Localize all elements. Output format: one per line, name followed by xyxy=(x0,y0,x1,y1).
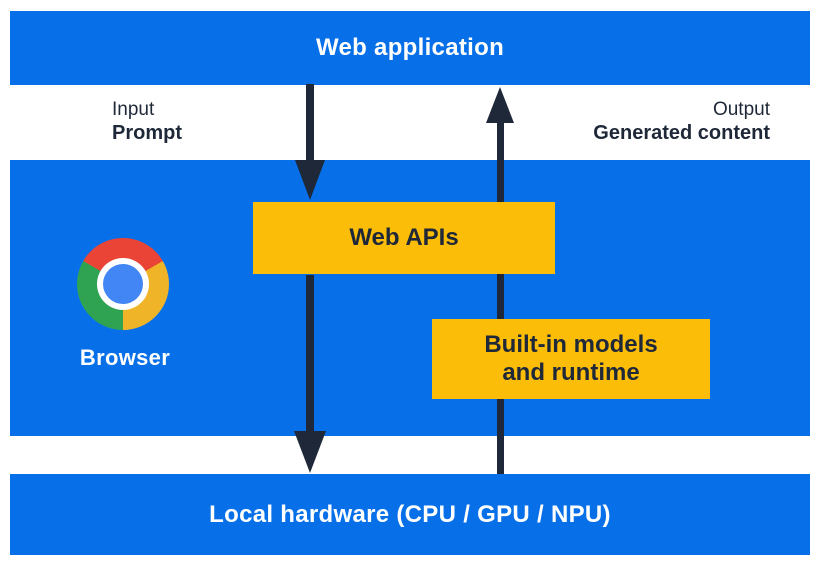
input-value: Prompt xyxy=(112,122,182,144)
builtin-models-label-line2: and runtime xyxy=(502,359,640,386)
down-arrow-line-bottom xyxy=(306,275,314,435)
up-arrow-line xyxy=(497,121,504,474)
output-value: Generated content xyxy=(593,122,770,144)
input-label-group: Input Prompt xyxy=(112,98,182,146)
input-title: Input xyxy=(112,99,155,120)
local-hardware-bar: Local hardware (CPU / GPU / NPU) xyxy=(10,474,810,555)
local-hardware-label: Local hardware (CPU / GPU / NPU) xyxy=(209,500,611,528)
down-arrow-head-bottom xyxy=(294,431,326,473)
chrome-browser-icon xyxy=(77,238,169,330)
builtin-models-label-line1: Built-in models xyxy=(484,331,658,358)
chrome-icon-white-ring xyxy=(97,258,149,310)
output-label-group: Output Generated content xyxy=(593,98,770,146)
down-arrow-head-top xyxy=(295,160,325,200)
web-application-bar: Web application xyxy=(10,11,810,85)
chrome-icon-blue-center xyxy=(103,264,143,304)
browser-label: Browser xyxy=(79,345,171,370)
up-arrow-head xyxy=(486,87,514,123)
web-apis-label: Web APIs xyxy=(349,224,459,251)
output-title: Output xyxy=(712,99,770,120)
web-application-label: Web application xyxy=(315,34,505,61)
web-apis-box: Web APIs xyxy=(253,202,555,274)
down-arrow-line-top xyxy=(306,84,314,164)
builtin-models-box: Built-in models and runtime xyxy=(432,319,710,399)
